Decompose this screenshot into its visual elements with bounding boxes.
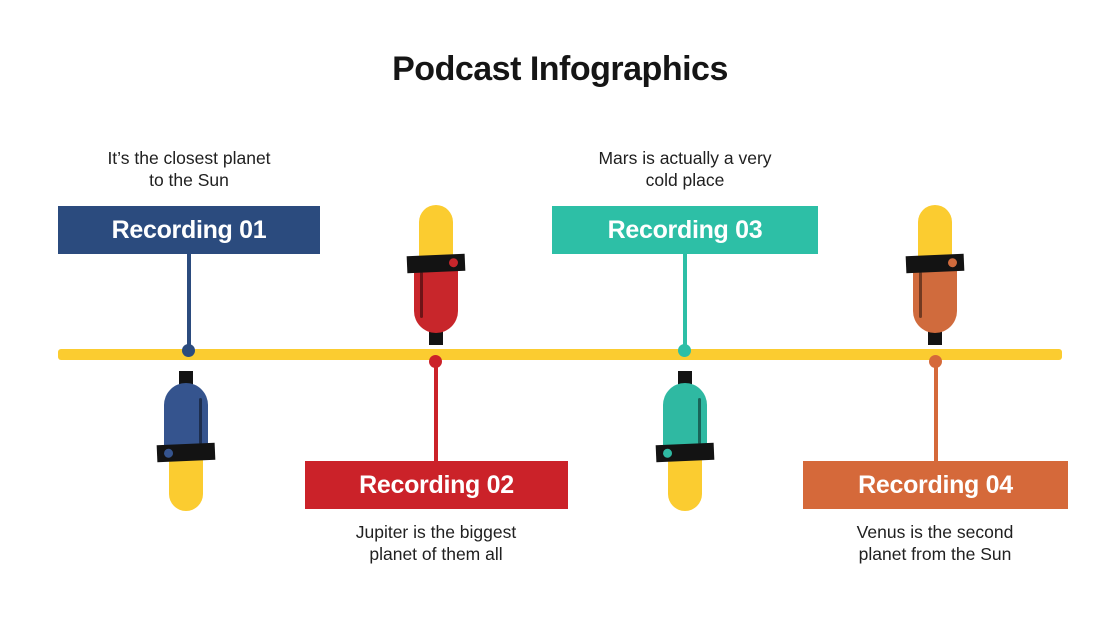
mic-band-dot bbox=[448, 258, 459, 268]
mic-body bbox=[913, 263, 957, 333]
microphone-icon bbox=[905, 205, 965, 345]
recording-01-connector-line bbox=[187, 254, 191, 346]
mic-band bbox=[406, 253, 466, 274]
recording-02-connector-line bbox=[434, 360, 438, 461]
microphone-icon bbox=[156, 371, 216, 511]
recording-02-label: Recording 02 bbox=[359, 470, 514, 499]
recording-01-label: Recording 01 bbox=[111, 215, 267, 244]
mic-seam bbox=[919, 272, 922, 318]
description-line: It’s the closest planet bbox=[107, 148, 271, 168]
description-line: Jupiter is the biggest bbox=[355, 522, 517, 542]
mic-seam bbox=[698, 398, 701, 444]
mic-seam bbox=[199, 398, 202, 444]
description-line: planet from the Sun bbox=[858, 544, 1012, 564]
mic-band bbox=[156, 442, 216, 463]
recording-01-timeline-dot bbox=[182, 344, 195, 357]
mic-band-dot bbox=[947, 258, 958, 268]
mic-body bbox=[414, 263, 458, 333]
mic-stem bbox=[429, 329, 443, 345]
description-line: to the Sun bbox=[149, 170, 229, 190]
description-line: cold place bbox=[645, 170, 725, 190]
recording-03-label: Recording 03 bbox=[607, 215, 763, 244]
description-line: Venus is the second bbox=[856, 522, 1014, 542]
recording-04-banner: Recording 04 bbox=[803, 461, 1068, 509]
mic-seam bbox=[420, 272, 423, 318]
mic-band bbox=[905, 253, 965, 274]
microphone-icon bbox=[655, 371, 715, 511]
recording-03-connector-line bbox=[683, 254, 687, 346]
recording-02-banner: Recording 02 bbox=[305, 461, 568, 509]
mic-stem bbox=[928, 329, 942, 345]
mic-band bbox=[655, 442, 715, 463]
page-title: Podcast Infographics bbox=[392, 50, 728, 88]
recording-03-timeline-dot bbox=[678, 344, 691, 357]
recording-04-label: Recording 04 bbox=[858, 470, 1013, 499]
microphone-icon bbox=[406, 205, 466, 345]
recording-04-connector-line bbox=[934, 360, 938, 461]
description-line: planet of them all bbox=[369, 544, 503, 564]
recording-01-description: It’s the closest planet to the Sun bbox=[39, 147, 339, 191]
recording-03-banner: Recording 03 bbox=[552, 206, 818, 254]
description-line: Mars is actually a very bbox=[598, 148, 772, 168]
mic-band-dot bbox=[163, 448, 174, 458]
mic-band-dot bbox=[662, 448, 673, 458]
recording-02-description: Jupiter is the biggest planet of them al… bbox=[286, 521, 586, 565]
recording-01-banner: Recording 01 bbox=[58, 206, 320, 254]
recording-03-description: Mars is actually a very cold place bbox=[535, 147, 835, 191]
timeline-axis bbox=[58, 349, 1062, 360]
recording-04-description: Venus is the second planet from the Sun bbox=[785, 521, 1085, 565]
